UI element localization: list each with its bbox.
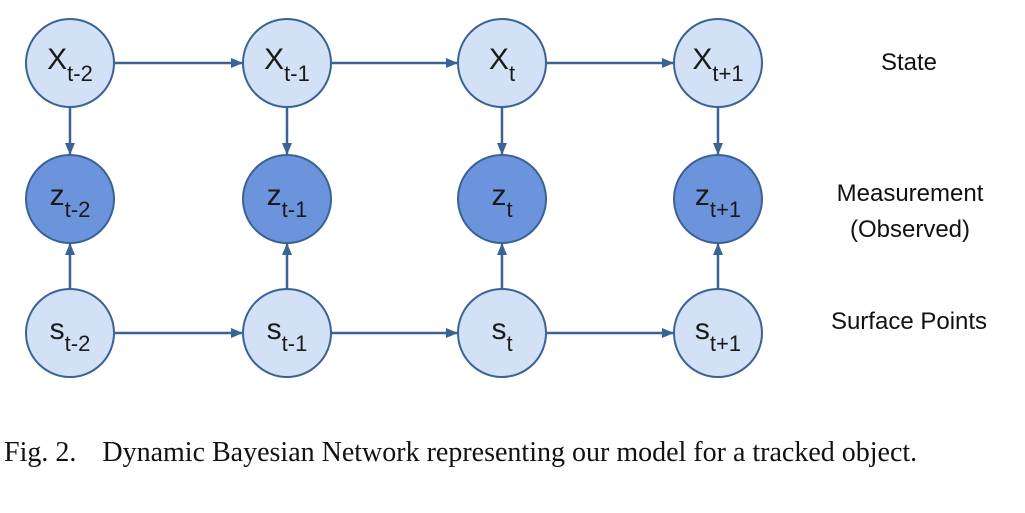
node-circle-z_tm2: [25, 154, 115, 244]
node-circle-z_t: [457, 154, 547, 244]
node-s_tm2: st-2: [25, 288, 115, 378]
node-label-x_tm1: Xt-1: [264, 43, 310, 86]
node-circle-x_tm2: [25, 18, 115, 108]
node-subscript: t: [506, 197, 512, 222]
node-circle-s_tp1: [673, 288, 763, 378]
edges-layer: [65, 58, 723, 338]
node-circle-x_tp1: [673, 18, 763, 108]
node-z_tm1: zt-1: [242, 154, 332, 244]
node-subscript: t-2: [65, 197, 91, 222]
node-x_tm1: Xt-1: [242, 18, 332, 108]
node-subscript: t+1: [710, 197, 741, 222]
node-subscript: t+1: [710, 331, 741, 356]
node-symbol: z: [267, 179, 282, 212]
node-x_tm2: Xt-2: [25, 18, 115, 108]
node-circle-x_tm1: [242, 18, 332, 108]
node-label-s_tm2: st-2: [50, 313, 91, 356]
node-z_tp1: zt+1: [673, 154, 763, 244]
node-label-z_t: zt: [491, 179, 512, 222]
node-s_tm1: st-1: [242, 288, 332, 378]
node-symbol: z: [50, 179, 65, 212]
node-subscript: t-1: [282, 197, 308, 222]
node-symbol: s: [50, 313, 65, 346]
figure-number: Fig. 2.: [4, 437, 77, 468]
node-label-s_t: st: [491, 313, 512, 356]
node-subscript: t-2: [65, 331, 91, 356]
node-label-z_tm1: zt-1: [267, 179, 308, 222]
figure-caption: Fig. 2. Dynamic Bayesian Network represen…: [4, 435, 1016, 471]
node-subscript: t-2: [67, 61, 93, 86]
node-x_tp1: Xt+1: [673, 18, 763, 108]
node-subscript: t-1: [284, 61, 310, 86]
node-s_t: st: [457, 288, 547, 378]
node-s_tp1: st+1: [673, 288, 763, 378]
node-symbol: s: [491, 313, 506, 346]
caption-text: Dynamic Bayesian Network representing ou…: [102, 437, 918, 468]
node-circle-s_tm2: [25, 288, 115, 378]
node-label-x_t: Xt: [489, 43, 515, 86]
node-label-x_tp1: Xt+1: [692, 43, 743, 86]
node-symbol: z: [491, 179, 506, 212]
node-circle-x_t: [457, 18, 547, 108]
node-circle-z_tp1: [673, 154, 763, 244]
node-z_t: zt: [457, 154, 547, 244]
node-symbol: X: [264, 43, 284, 76]
node-symbol: X: [692, 43, 712, 76]
node-circle-z_tm1: [242, 154, 332, 244]
node-subscript: t+1: [712, 61, 743, 86]
row-label-observed: (Observed): [850, 216, 970, 243]
row-label-state: State: [881, 49, 937, 76]
node-circle-s_tm1: [242, 288, 332, 378]
node-subscript: t: [509, 61, 515, 86]
node-subscript: t: [506, 331, 512, 356]
node-x_t: Xt: [457, 18, 547, 108]
node-label-s_tm1: st-1: [267, 313, 308, 356]
node-label-z_tm2: zt-2: [50, 179, 91, 222]
node-circle-s_t: [457, 288, 547, 378]
node-subscript: t-1: [282, 331, 308, 356]
node-label-s_tp1: st+1: [695, 313, 741, 356]
row-label-measurement: Measurement: [837, 180, 984, 207]
node-z_tm2: zt-2: [25, 154, 115, 244]
row-label-surface-points: Surface Points: [831, 308, 987, 335]
node-label-x_tm2: Xt-2: [47, 43, 93, 86]
node-symbol: X: [47, 43, 67, 76]
node-label-z_tp1: zt+1: [695, 179, 741, 222]
node-symbol: z: [695, 179, 710, 212]
node-symbol: s: [695, 313, 710, 346]
node-symbol: X: [489, 43, 509, 76]
node-symbol: s: [267, 313, 282, 346]
